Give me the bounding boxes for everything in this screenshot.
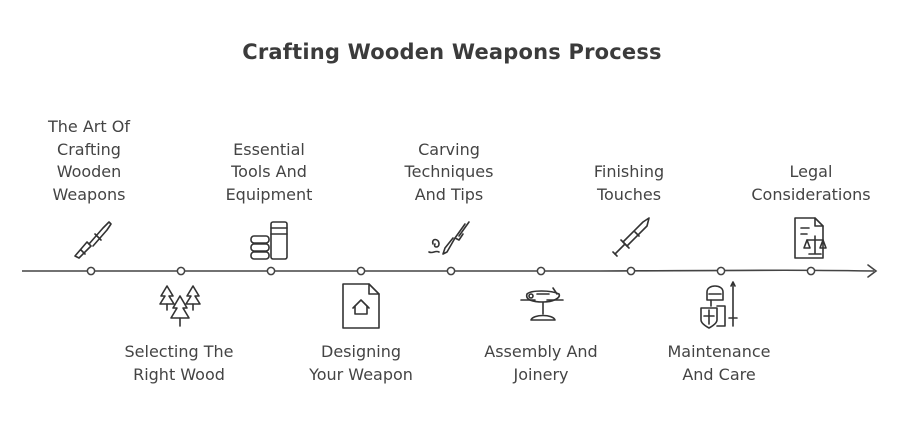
- timeline-node-2: [176, 266, 186, 276]
- step-label-6: Assembly And Joinery: [484, 342, 598, 384]
- timeline-node-8: [716, 266, 726, 276]
- step-label-5: Carving Techniques And Tips: [404, 139, 494, 204]
- timeline-line: [21, 269, 875, 273]
- toy-plane-icon: [517, 280, 569, 332]
- trees-icon: [155, 280, 207, 332]
- timeline-arrowhead: [867, 264, 878, 278]
- step-label-2: Selecting The Right Wood: [124, 342, 234, 384]
- top-labels-area: The Art Of Crafting Wooden Weapons Essen…: [0, 0, 904, 206]
- legal-document-icon: [785, 212, 837, 264]
- timeline-node-7: [626, 266, 636, 276]
- knight-icon: [695, 280, 747, 332]
- chisel-icon: [65, 212, 117, 264]
- step-label-1: The Art Of Crafting Wooden Weapons: [48, 117, 130, 204]
- diagram-title: Crafting Wooden Weapons Process: [242, 40, 662, 64]
- step-label-9: Legal Considerations: [751, 162, 871, 204]
- sword-icon: [605, 212, 657, 264]
- tools-stack-icon: [245, 214, 297, 266]
- step-label-7: Finishing Touches: [593, 162, 665, 204]
- step-label-8: Maintenance And Care: [667, 342, 771, 384]
- carving-knife-icon: [425, 214, 477, 266]
- timeline-node-3: [266, 266, 276, 276]
- step-label-3: Essential Tools And Equipment: [225, 139, 313, 204]
- timeline-node-9: [806, 266, 816, 276]
- timeline-node-4: [356, 266, 366, 276]
- design-document-icon: [335, 280, 387, 332]
- step-label-4: Designing Your Weapon: [309, 342, 413, 384]
- timeline-node-5: [446, 266, 456, 276]
- timeline-node-1: [86, 266, 96, 276]
- timeline-node-6: [536, 266, 546, 276]
